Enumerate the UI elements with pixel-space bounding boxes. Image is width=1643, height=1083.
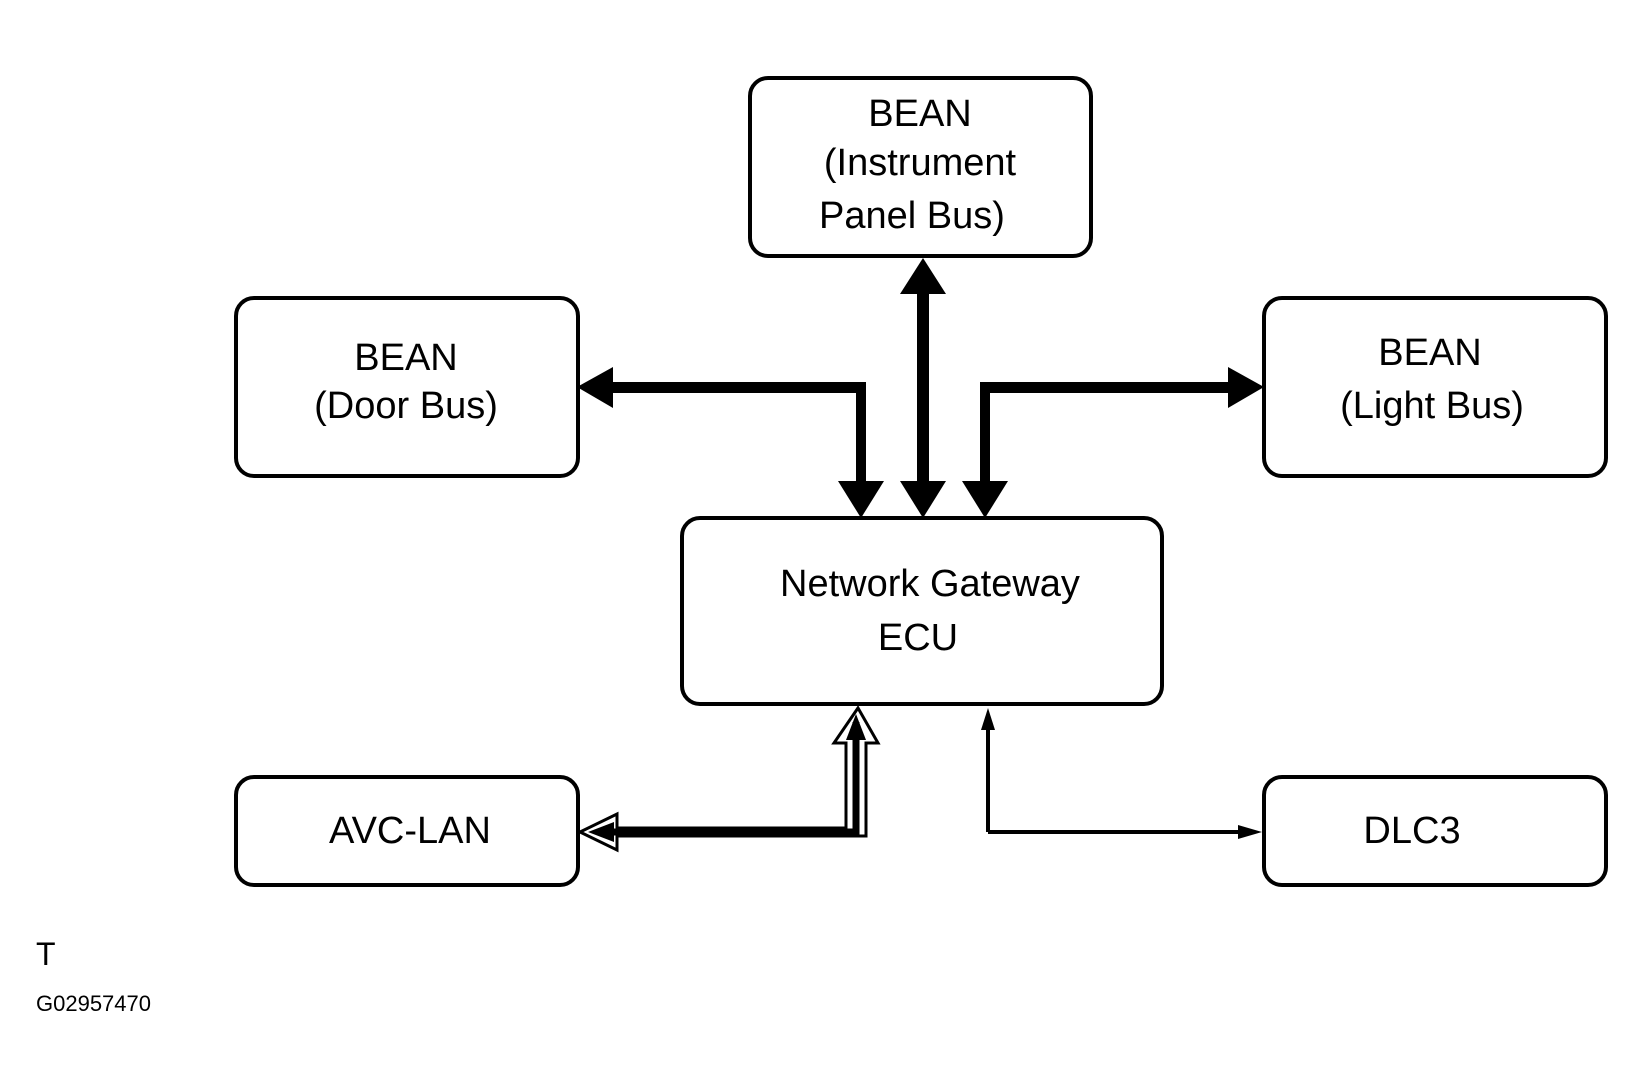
edge-instrument-panel-shaft (917, 292, 929, 482)
node-label-line: Panel Bus) (819, 195, 1005, 237)
arrowhead-left-door (577, 367, 613, 408)
node-instrument-panel-bus: BEAN (Instrument Panel Bus) (748, 76, 1093, 258)
edge-light-bus-path (980, 382, 1229, 482)
node-avc-lan: AVC-LAN (234, 775, 580, 887)
node-label-line: BEAN (868, 93, 971, 135)
node-light-bus: BEAN (Light Bus) (1262, 296, 1608, 478)
arrowhead-down-gateway-left (838, 481, 884, 518)
arrowhead-up-avc (846, 714, 866, 740)
dlc3-connector (981, 708, 1262, 839)
avc-lan-connector (576, 705, 881, 853)
arrowhead-up-instrument (900, 258, 946, 294)
arrowhead-down-gateway-right (962, 481, 1008, 518)
node-label-line: (Instrument (824, 142, 1017, 184)
node-label-line: (Light Bus) (1340, 385, 1524, 427)
arrowhead-right-dlc3 (1238, 825, 1262, 839)
arrowhead-down-gateway-center (900, 481, 946, 518)
node-network-gateway-ecu: Network Gateway ECU (680, 516, 1164, 706)
node-label-line: BEAN (354, 337, 457, 379)
node-label-line: AVC-LAN (329, 810, 491, 852)
node-label-line: (Door Bus) (314, 385, 498, 427)
arrowhead-up-dlc3 (981, 708, 995, 730)
arrowhead-left-avc (588, 822, 614, 842)
arrowhead-right-light (1228, 367, 1264, 408)
figure-id: G02957470 (36, 991, 151, 1016)
bold-connectors (577, 258, 1264, 518)
corner-mark: T (36, 936, 56, 972)
edge-door-bus-path (612, 382, 866, 482)
node-label-line: DLC3 (1363, 810, 1460, 852)
node-label-line: Network Gateway (780, 563, 1080, 605)
node-label-line: ECU (878, 617, 958, 659)
node-dlc3: DLC3 (1262, 775, 1608, 887)
node-door-bus: BEAN (Door Bus) (234, 296, 580, 478)
node-label-line: BEAN (1378, 332, 1481, 374)
avc-lan-inner-line (598, 722, 860, 836)
